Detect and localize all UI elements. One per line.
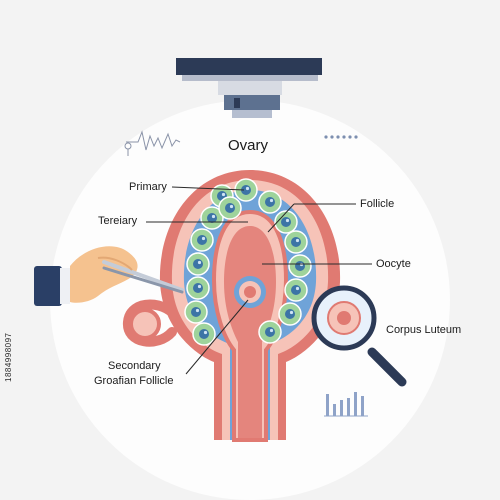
label-tertiary: Tereiary <box>98 215 138 227</box>
bar-chart-icon <box>324 392 368 417</box>
waveform-icon <box>124 130 181 156</box>
fallopian-loop <box>123 299 183 347</box>
label-oocyte: Oocyte <box>376 258 411 270</box>
label-secondary: Secondary <box>108 360 161 372</box>
watermark-id: 1884998097 <box>4 332 13 383</box>
label-graafian-follicle: Groafian Follicle <box>94 375 174 387</box>
follicle <box>192 322 216 346</box>
follicle <box>274 210 298 234</box>
label-follicle: Follicle <box>360 198 395 210</box>
central-oocyte <box>234 276 266 308</box>
follicle <box>218 196 242 220</box>
follicle <box>258 320 282 344</box>
label-corpus-luteum: Corpus Luteum <box>386 324 462 336</box>
magnifying-glass-icon <box>311 285 407 387</box>
follicle <box>190 228 214 252</box>
label-primary: Primary <box>129 181 167 193</box>
follicle <box>284 230 308 254</box>
follicle <box>278 302 302 326</box>
follicle <box>186 276 210 300</box>
dots-icon <box>324 135 358 139</box>
follicle <box>258 190 282 214</box>
follicle-ring <box>184 178 312 346</box>
leader-lines <box>146 186 372 375</box>
follicle <box>184 300 208 324</box>
follicle <box>284 278 308 302</box>
page-title: Ovary <box>228 137 269 154</box>
follicle <box>288 254 312 278</box>
follicle <box>200 206 224 230</box>
microscope-icon <box>176 58 322 118</box>
follicle <box>186 252 210 276</box>
hand-with-tweezers-icon <box>34 246 184 306</box>
